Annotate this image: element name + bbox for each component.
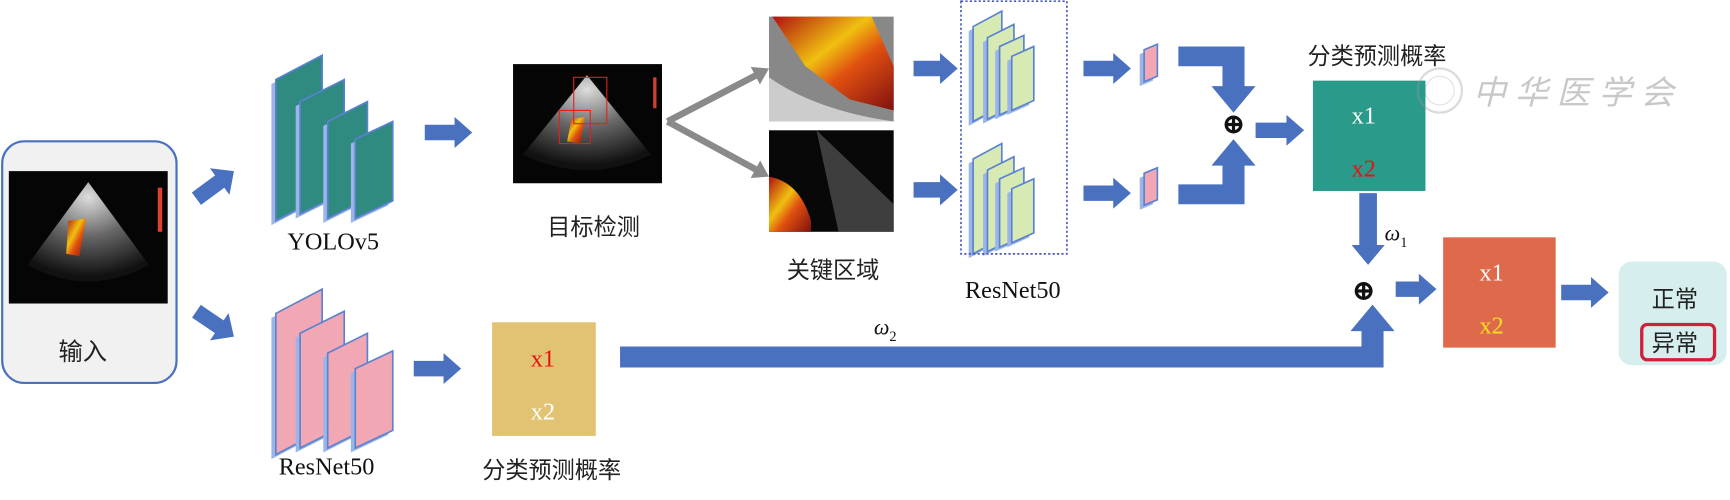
arrow-fusion-to-prob [1255,114,1305,146]
weight-w1: ω1 [1385,221,1408,252]
key-region-label: 关键区域 [787,258,880,284]
arrow-region-1-to-resnet [913,53,958,84]
prob-top-x1: x1 [1352,103,1376,130]
watermark-logo [1416,67,1463,114]
arrow-resnet-to-feature-2 [1083,177,1131,209]
elbow-arrow-top [1178,46,1256,113]
arrow-detection-to-region-2 [665,118,770,178]
prob-top-x2: x2 [1352,156,1376,183]
prob-top-box: x1 x2 [1312,80,1426,191]
arrow-input-to-yolo [191,168,234,205]
key-region-image-2 [769,130,894,232]
long-arrow-w2-path [620,304,1395,368]
arrow-region-2-to-resnet [913,174,958,206]
output-panel: 正常 异常 [1618,261,1727,366]
fusion-symbol-final: ⊕ [1352,275,1376,307]
feature-vector-2 [1143,166,1159,207]
output-normal: 正常 [1652,287,1698,313]
weight-w2: ω2 [874,314,897,345]
feature-vector-1 [1143,42,1159,83]
fusion-symbol-top: ⊕ [1221,109,1245,141]
watermark-text: 中华医学会 [1473,73,1683,112]
arrows [191,46,1609,385]
arrow-prob-to-final-fusion [1351,193,1385,265]
detection-image [513,64,662,184]
prob-bottom-title: 分类预测概率 [482,458,621,484]
network-stacks [271,9,1159,460]
output-abnormal: 异常 [1652,331,1698,357]
fused-x1: x1 [1480,259,1504,286]
abnormal-highlight [1640,322,1717,362]
arrow-fusion-to-fused [1395,273,1437,305]
resnet-top-b-layer-4 [1010,177,1035,245]
resnet-bottom-layer-4 [354,349,394,450]
prob-bottom-box: x1 x2 [492,322,596,436]
arrow-input-to-resnet [192,304,234,341]
input-panel: 输入 [1,140,178,385]
fused-x2: x2 [1480,312,1504,339]
resnet-bottom-label: ResNet50 [279,454,375,481]
arrow-fused-to-output [1561,277,1609,308]
resnet-top-group-box [960,0,1068,255]
arrow-resnet-to-feature-1 [1083,53,1131,84]
prob-bottom-x1: x1 [531,345,555,372]
arrow-detection-to-region-1 [665,66,770,125]
input-ultrasound-image [8,171,168,304]
resnet-top-a-layer-4 [1010,45,1035,112]
arrow-resnet-to-prob [413,353,462,385]
yolo-layer-4 [354,120,394,220]
detection-label: 目标检测 [547,215,640,241]
fused-prob-box: x1 x2 [1443,237,1556,348]
prob-top-title: 分类预测概率 [1307,44,1446,70]
arrow-yolo-to-detection [424,117,473,148]
resnet-top-label: ResNet50 [965,277,1061,304]
input-label: 输入 [58,337,107,366]
elbow-arrow-bottom [1178,139,1256,205]
prob-bottom-x2: x2 [531,398,555,425]
key-region-image-1 [769,16,894,122]
yolo-label: YOLOv5 [287,228,379,255]
